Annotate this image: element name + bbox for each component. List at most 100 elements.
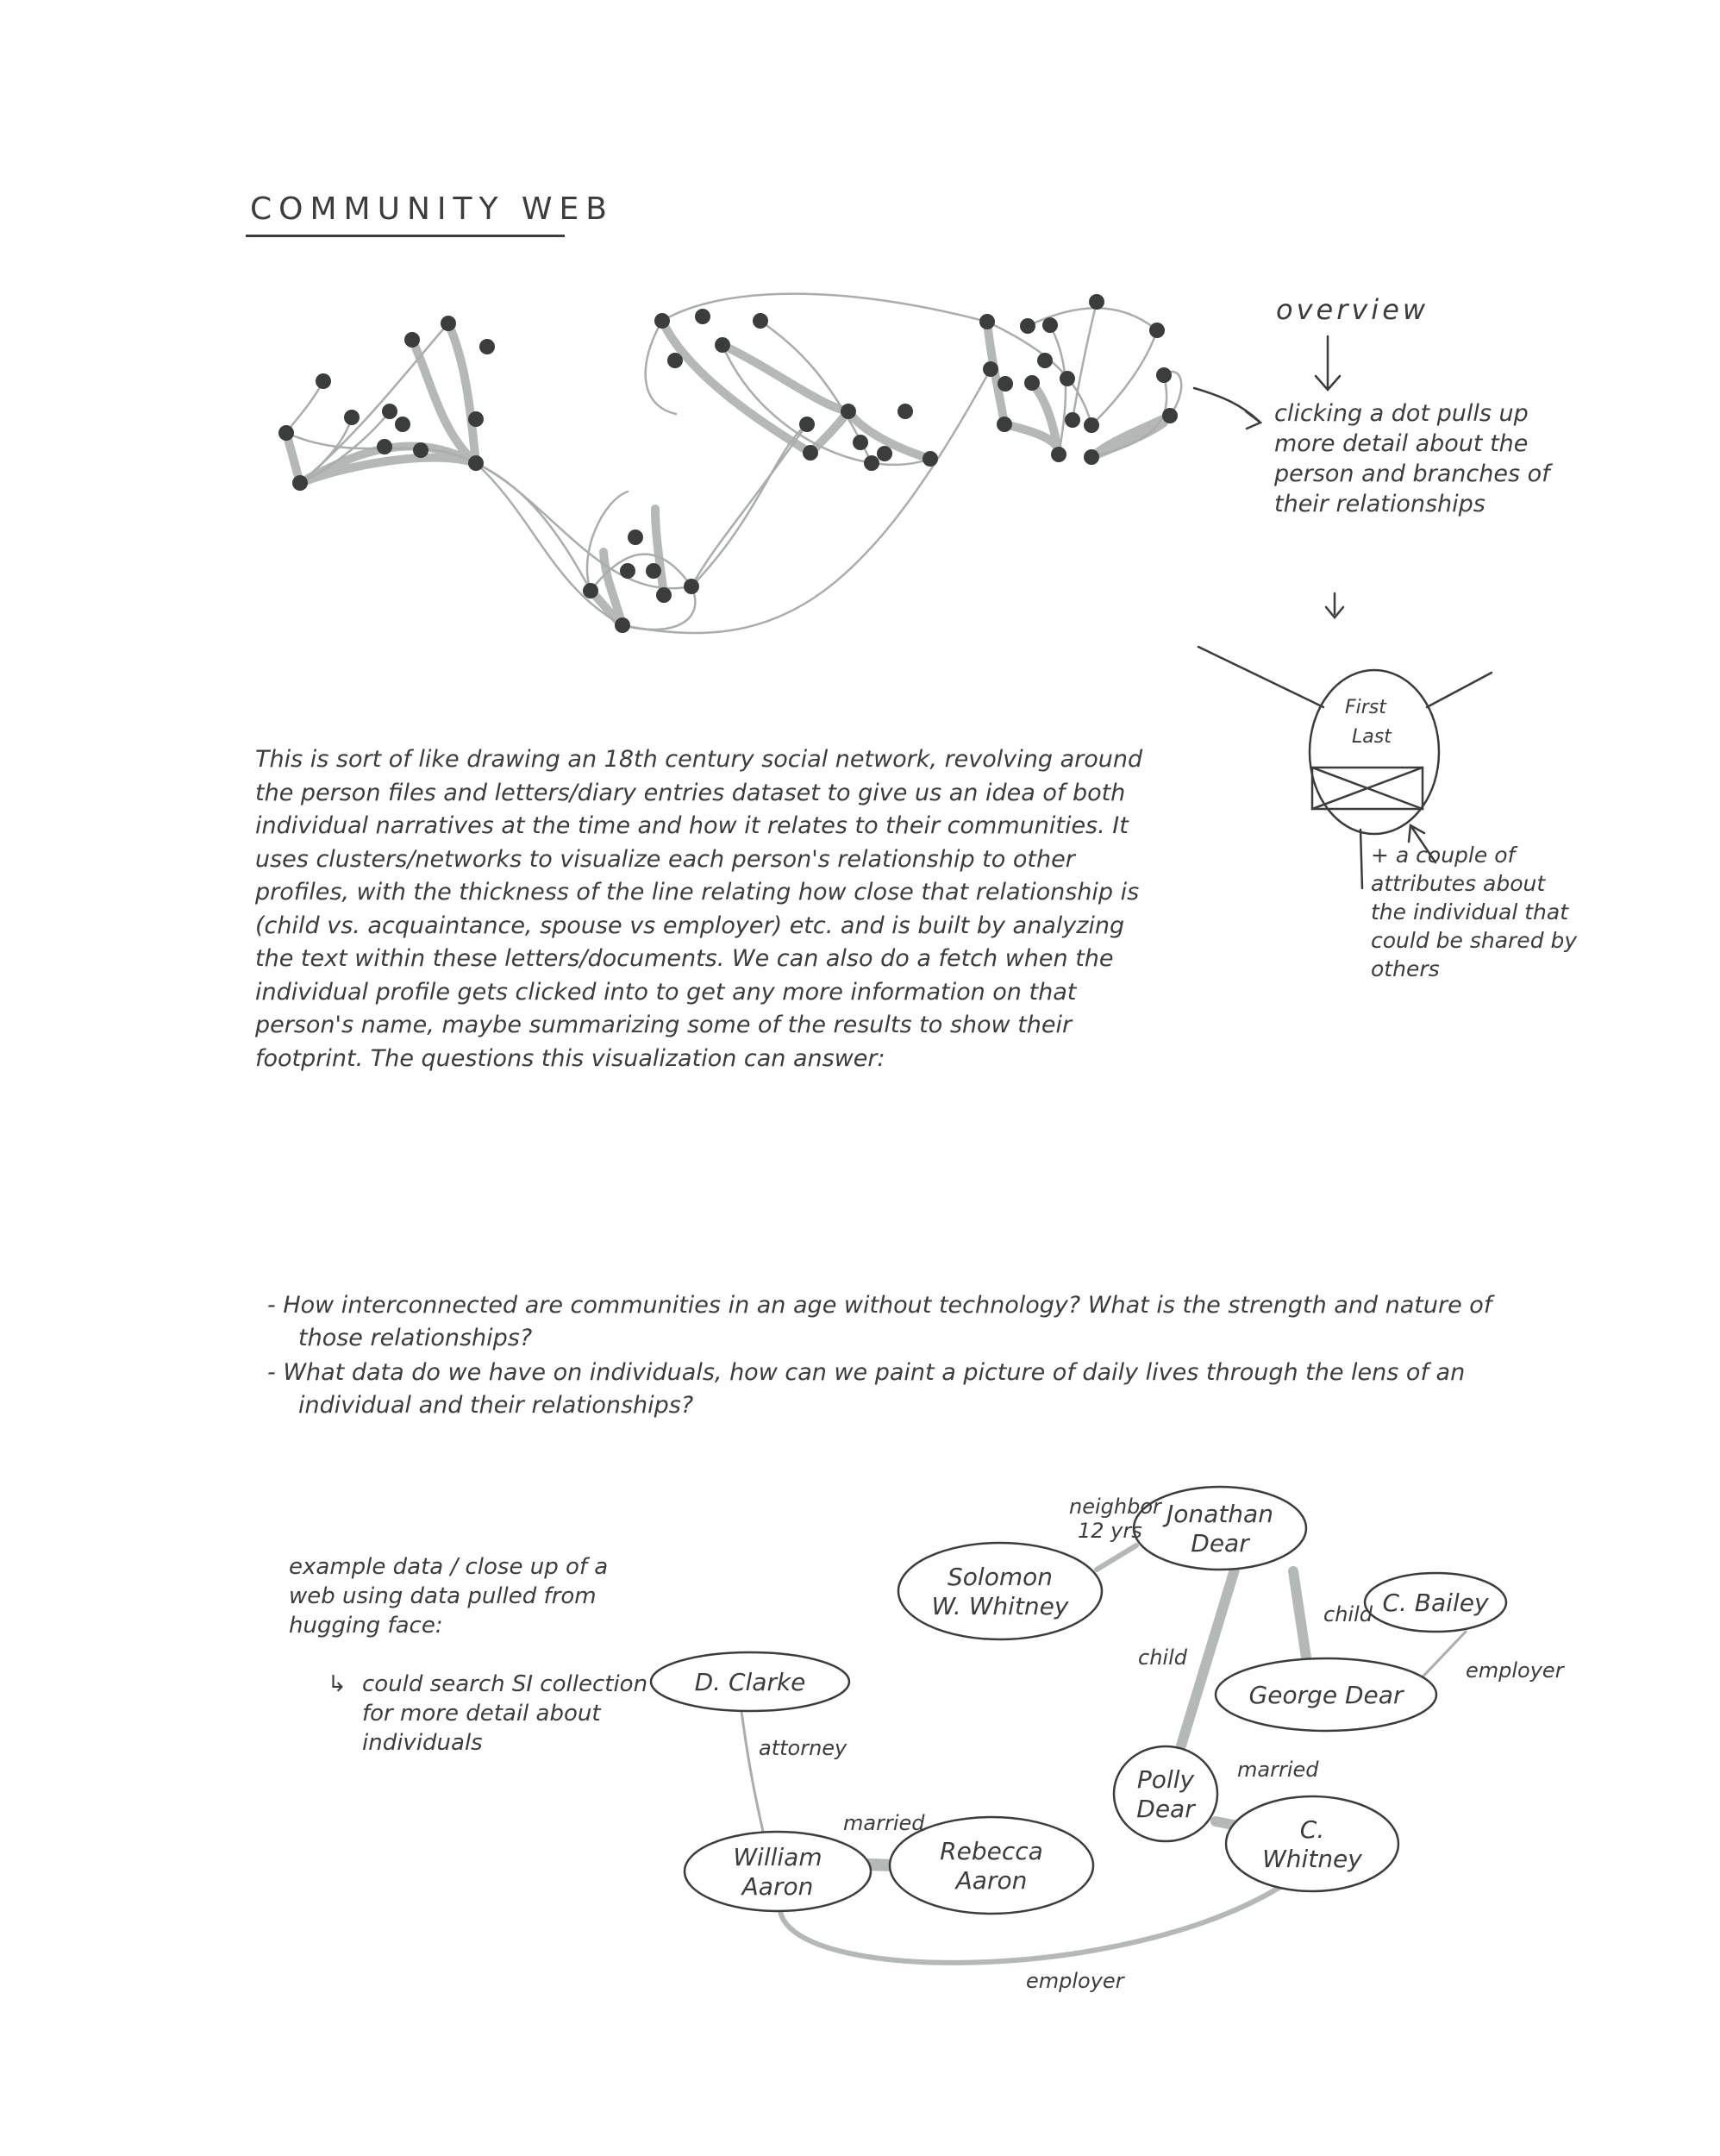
network-edge-strong: [444, 319, 480, 467]
card-branch: [1425, 671, 1493, 709]
person-node: [1112, 1745, 1219, 1843]
relationship-label: married: [1237, 1758, 1319, 1782]
relationship-label: employer: [1026, 1969, 1126, 1993]
question-item: - What data do we have on individuals, h…: [267, 1359, 1466, 1419]
example-sub-note: ↳ could search SI collection for more de…: [328, 1670, 672, 1758]
network-edge-strong: [1087, 411, 1174, 461]
network-node-dot: [898, 404, 913, 419]
card-last-name: Last: [1352, 726, 1392, 748]
relationship-label: married: [843, 1811, 925, 1835]
right-arrow-icon: [1192, 386, 1260, 423]
network-edge-weak: [1071, 300, 1098, 422]
network-node-dot: [292, 475, 308, 491]
person-node: [683, 1830, 873, 1913]
image-placeholder-icon: [1310, 766, 1424, 811]
network-edge-strong: [718, 341, 853, 416]
person-name: George Dear: [1249, 1681, 1404, 1709]
network-node-dot: [864, 455, 879, 471]
network-edge-weak: [589, 553, 693, 592]
network-node-dot: [583, 583, 598, 599]
network-node-dot: [316, 373, 331, 389]
example-sub-text: could search SI collection for more deta…: [362, 1671, 648, 1756]
network-node-dot: [413, 442, 428, 458]
network-node-dot: [1020, 318, 1035, 334]
person-name: Aaron: [954, 1866, 1028, 1895]
network-node-dot: [923, 451, 938, 467]
network-node-dot: [628, 530, 643, 545]
network-edge-weak: [474, 461, 624, 627]
description-paragraph: This is sort of like drawing an 18th cen…: [255, 746, 1143, 1072]
return-arrow-icon: ↳: [328, 1671, 347, 1697]
network-node-dot: [1089, 294, 1104, 310]
network-edge-weak: [690, 423, 809, 588]
network-node-dot: [715, 337, 730, 353]
network-node-dot: [841, 404, 856, 419]
overview-description: clicking a dot pulls up more detail abou…: [1274, 400, 1550, 517]
network-edge-strong: [844, 407, 935, 463]
relationship-label: attorney: [759, 1736, 847, 1760]
title-underline: [246, 235, 565, 237]
network-node-dot: [656, 587, 672, 603]
network-edge-weak: [298, 410, 391, 485]
network-node-dot: [1065, 412, 1080, 428]
relationship-edge: [1094, 1543, 1139, 1572]
person-name: C. Bailey: [1382, 1589, 1489, 1617]
network-node-dot: [1060, 371, 1075, 386]
network-edge-weak: [644, 319, 678, 416]
thin-edges: [285, 292, 1183, 635]
network-edge-weak: [660, 292, 989, 323]
person-name: Jonathan: [1162, 1500, 1273, 1528]
person-name: Aaron: [741, 1872, 814, 1901]
network-edge-weak: [759, 319, 873, 465]
card-first-name: First: [1345, 697, 1387, 718]
up-arrow-icon: [1410, 826, 1437, 864]
network-node-dot: [395, 417, 410, 432]
card-branch: [1359, 828, 1364, 890]
network-edge-weak: [1090, 329, 1159, 427]
network-node-dot: [998, 376, 1013, 392]
network-node-dot: [382, 404, 397, 419]
questions-list: - How interconnected are communities in …: [267, 1289, 1526, 1424]
network-node-dot: [278, 425, 294, 441]
person-node: [649, 1651, 851, 1713]
network-node-dot: [468, 411, 484, 427]
down-arrow-icon: [1314, 374, 1342, 392]
network-edge-weak: [1026, 307, 1159, 332]
network-edge-weak: [298, 322, 450, 485]
example-intro: example data / close up of a web using d…: [289, 1554, 609, 1639]
person-name: Solomon: [948, 1563, 1053, 1591]
network-node-dot: [1051, 447, 1066, 462]
network-node-dot: [979, 314, 995, 329]
node-dots: [278, 294, 1178, 633]
network-node-dot: [479, 339, 495, 354]
network-node-dot: [377, 439, 392, 454]
person-name: William: [733, 1843, 822, 1871]
relationship-edge: [1176, 1564, 1240, 1751]
network-node-dot: [615, 617, 630, 633]
person-name: Whitney: [1262, 1845, 1362, 1873]
network-node-dot: [667, 353, 683, 368]
thick-edges: [282, 317, 1174, 630]
relationship-edge: [740, 1709, 765, 1833]
person-name: Dear: [1191, 1529, 1250, 1557]
network-node-dot: [646, 563, 661, 579]
network-edge-strong: [983, 317, 1009, 429]
network-edge-weak: [585, 490, 629, 592]
person-name: D. Clarke: [695, 1668, 806, 1696]
attributes-note: + a couple of attributes about the indiv…: [1371, 843, 1578, 981]
network-node-dot: [695, 309, 710, 324]
person-name: Polly: [1137, 1765, 1195, 1794]
network-node-dot: [1084, 417, 1099, 433]
network-edge-weak: [1090, 373, 1168, 459]
network-node-dot: [404, 332, 420, 348]
person-node: [1363, 1571, 1508, 1633]
network-node-dot: [654, 313, 670, 329]
page-title: COMMUNITY WEB: [250, 191, 614, 227]
relationship-label: employer: [1466, 1658, 1566, 1683]
network-node-dot: [620, 563, 635, 579]
network-edge-strong: [658, 317, 815, 457]
card-branch: [1197, 645, 1325, 709]
question-item: - How interconnected are communities in …: [267, 1292, 1492, 1351]
